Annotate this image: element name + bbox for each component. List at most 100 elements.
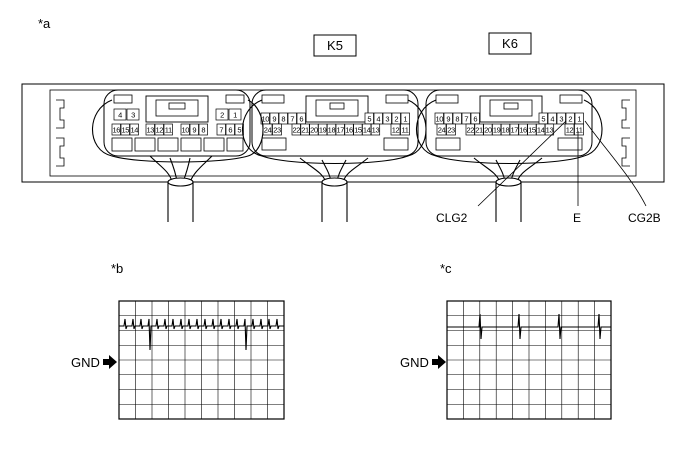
pin-number: 15 [121, 126, 129, 135]
pin-number: 22 [292, 126, 300, 135]
pin-number: 8 [281, 115, 285, 124]
pin-cell [452, 112, 462, 125]
pin-number: 7 [219, 126, 223, 135]
pin-number: 21 [301, 126, 309, 135]
pin-number: 1 [577, 115, 581, 124]
pin-number: 1 [403, 115, 407, 124]
pin-number: 24 [438, 126, 446, 135]
pin-number: 12 [566, 126, 574, 135]
pin-number: 15 [528, 126, 536, 135]
callout-e: E [573, 211, 581, 225]
pin-number: 18 [328, 126, 336, 135]
pin-number: 4 [118, 111, 122, 120]
pin-cell [154, 123, 164, 136]
callout-clg2: CLG2 [436, 211, 468, 225]
pin-number: 20 [484, 126, 492, 135]
pin-cell [370, 123, 381, 136]
pin-cell [198, 123, 208, 136]
pin-cell [145, 123, 155, 136]
pin-number: 7 [290, 115, 294, 124]
k5-label: K5 [327, 38, 343, 53]
pin-number: 10 [261, 115, 269, 124]
pin-cell [129, 123, 139, 136]
pin-number: 20 [310, 126, 318, 135]
pin-number: 16 [519, 126, 527, 135]
pin-number: 22 [466, 126, 474, 135]
pin-number: 8 [201, 126, 205, 135]
wire-bundles [167, 177, 522, 222]
pin-number: 16 [112, 126, 120, 135]
pin-number: 5 [367, 115, 371, 124]
pin-cell [556, 112, 566, 125]
pin-number: 10 [181, 126, 189, 135]
pin-cell [216, 123, 226, 136]
arrow-right-icon [103, 355, 117, 369]
pin-number: 5 [541, 115, 545, 124]
pin-number: 2 [394, 115, 398, 124]
pin-number: 6 [299, 115, 303, 124]
pin-number: 19 [319, 126, 327, 135]
pin-number: 15 [354, 126, 362, 135]
pin-number: 9 [192, 126, 196, 135]
pin-cell [225, 123, 235, 136]
waveform-b-screen [118, 300, 285, 420]
pin-cell [120, 123, 130, 136]
pin-number: 3 [385, 115, 389, 124]
pin-number: 13 [372, 126, 380, 135]
pin-cell [436, 123, 447, 136]
pin-number: 14 [130, 126, 138, 135]
pin-cell [390, 123, 401, 136]
pin-number: 17 [336, 126, 344, 135]
k6-label-box: K6 [488, 32, 532, 55]
k6-label: K6 [502, 36, 518, 51]
pin-number: 6 [473, 115, 477, 124]
pin-cell [382, 112, 392, 125]
pin-number: 21 [475, 126, 483, 135]
figure-label-a: *a [38, 16, 51, 31]
waveform-c-screen [446, 300, 612, 420]
pin-number: 23 [447, 126, 455, 135]
pin-number: 17 [510, 126, 518, 135]
pin-cell [111, 123, 121, 136]
pin-cell [126, 108, 140, 121]
k5-label-box: K5 [313, 34, 357, 57]
figure-label-b: *b [111, 261, 123, 276]
gnd-marker-c: GND [400, 355, 446, 370]
pin-number: 8 [455, 115, 459, 124]
pin-number: 7 [464, 115, 468, 124]
pin-number: 11 [165, 126, 172, 135]
figure-label-c: *c [440, 261, 452, 276]
pin-number: 9 [446, 115, 450, 124]
pin-number: 11 [402, 126, 409, 135]
gnd-marker-b: GND [71, 355, 117, 370]
pin-number: 12 [155, 126, 163, 135]
pin-number: 4 [550, 115, 554, 124]
pin-cell [574, 123, 584, 136]
pin-number: 2 [568, 115, 572, 124]
pin-number: 1 [233, 111, 237, 120]
pin-cell [544, 123, 555, 136]
pin-cell [446, 123, 456, 136]
callout-cg2b: CG2B [628, 211, 661, 225]
pin-number: 3 [131, 111, 135, 120]
pin-number: 10 [435, 115, 443, 124]
pin-cell [180, 123, 190, 136]
pin-number: 2 [220, 111, 224, 120]
pin-cell [564, 123, 575, 136]
pin-cell [189, 123, 199, 136]
gnd-label-b: GND [71, 355, 100, 370]
pin-cell [215, 108, 229, 121]
pin-number: 3 [559, 115, 563, 124]
pin-number: 14 [537, 126, 545, 135]
pin-number: 11 [576, 126, 583, 135]
pin-cell [228, 108, 242, 121]
pin-number: 14 [363, 126, 371, 135]
pin-number: 13 [146, 126, 154, 135]
pin-number: 19 [493, 126, 501, 135]
